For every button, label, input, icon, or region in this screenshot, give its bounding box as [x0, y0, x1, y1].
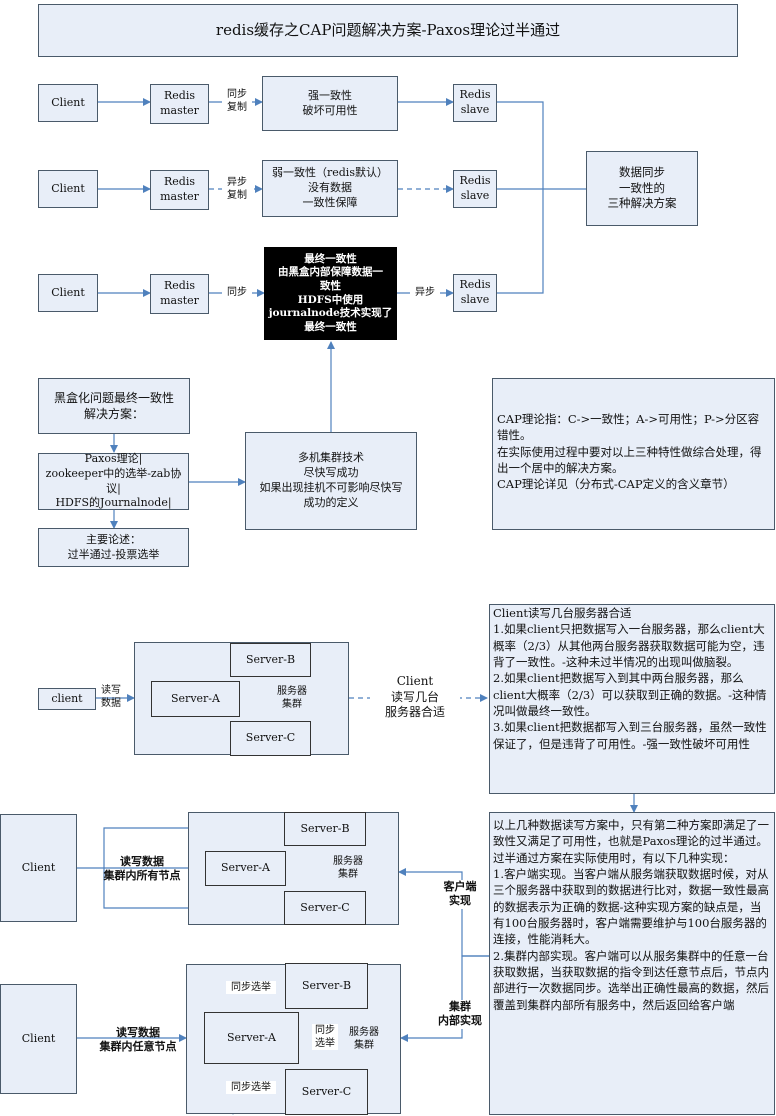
- sync-election-label-mid: 同步 选举: [312, 1024, 338, 1050]
- redis-master-row3: Redis master: [150, 274, 209, 314]
- server-a-section4: Server-A: [204, 1012, 299, 1064]
- server-a-section3: Server-A: [205, 851, 286, 886]
- async-replication-label: 异步 复制: [222, 176, 252, 202]
- sync-label: 同步: [222, 286, 252, 299]
- client-servers-question-label: Client 读写几台 服务器合适: [370, 674, 460, 721]
- read-write-all-label: 读写数据 集群内所有节点: [103, 855, 181, 883]
- server-c-section4: Server-C: [285, 1069, 368, 1115]
- cluster-impl-label: 集群 内部实现: [434, 1000, 486, 1029]
- client-box-row3: Client: [38, 274, 98, 312]
- page-title: redis缓存之CAP问题解决方案-Paxos理论过半通过: [38, 4, 738, 57]
- cluster-label-section4: 服务器 集群: [349, 1027, 379, 1051]
- servers-explain-box: Client读写几台服务器合适 1.如果client只把数据写入一台服务器，那么…: [489, 604, 775, 794]
- client-box-row1: Client: [38, 84, 98, 122]
- sync-replication-label: 同步 复制: [222, 88, 252, 114]
- sync-solutions-box: 数据同步 一致性的 三种解决方案: [586, 151, 698, 226]
- client-box-section4: Client: [0, 984, 77, 1094]
- cluster-label-section3: 服务器 集群: [333, 856, 363, 880]
- client-box-row2: Client: [38, 170, 98, 208]
- cluster-tech-box: 多机集群技术 尽快写成功 如果出现挂机不可影响尽快写 成功的定义: [245, 432, 417, 530]
- sync-election-label-top: 同步选举: [226, 981, 276, 994]
- read-write-label-section2: 读写 数据: [101, 685, 121, 709]
- blackbox-question-box: 黑盒化问题最终一致性 解决方案：: [38, 378, 190, 434]
- redis-master-row1: Redis master: [150, 84, 209, 124]
- redis-master-row2: Redis master: [150, 170, 209, 210]
- redis-slave-row2: Redis slave: [453, 170, 497, 208]
- client-box-section3: Client: [0, 814, 77, 922]
- server-a-section2: Server-A: [151, 681, 240, 717]
- server-c-section2: Server-C: [230, 721, 311, 756]
- server-b-section3: Server-B: [284, 812, 366, 846]
- main-point-box: 主要论述： 过半通过-投票选举: [38, 528, 189, 567]
- client-box-section2: client: [38, 688, 96, 710]
- theories-box: Paxos理论| zookeeper中的选举-zab协议| HDFS的Journ…: [38, 452, 189, 510]
- eventual-consistency-box: 最终一致性 由黑盒内部保障数据一 致性 HDFS中使用 journalnode技…: [264, 247, 397, 340]
- redis-slave-row3: Redis slave: [453, 274, 497, 312]
- read-write-any-label: 读写数据 集群内任意节点: [99, 1026, 177, 1054]
- server-b-section2: Server-B: [230, 643, 311, 677]
- server-c-section3: Server-C: [284, 891, 366, 925]
- cap-note-box: CAP理论指：C->一致性；A->可用性；P->分区容错性。 在实际使用过程中要…: [492, 378, 775, 530]
- sync-election-label-bottom: 同步选举: [226, 1081, 276, 1094]
- conclusion-box: 以上几种数据读写方案中，只有第二种方案即满足了一致性又满足了可用性，也就是Pax…: [489, 812, 775, 1115]
- redis-slave-row1: Redis slave: [453, 84, 497, 122]
- async-label: 异步: [410, 286, 440, 299]
- cluster-label-section2: 服务器 集群: [277, 686, 307, 710]
- weak-consistency-box: 弱一致性（redis默认） 没有数据 一致性保障: [262, 160, 398, 217]
- client-impl-label: 客户端 实现: [438, 880, 482, 909]
- server-b-section4: Server-B: [285, 963, 368, 1009]
- strong-consistency-box: 强一致性 破坏可用性: [262, 76, 398, 131]
